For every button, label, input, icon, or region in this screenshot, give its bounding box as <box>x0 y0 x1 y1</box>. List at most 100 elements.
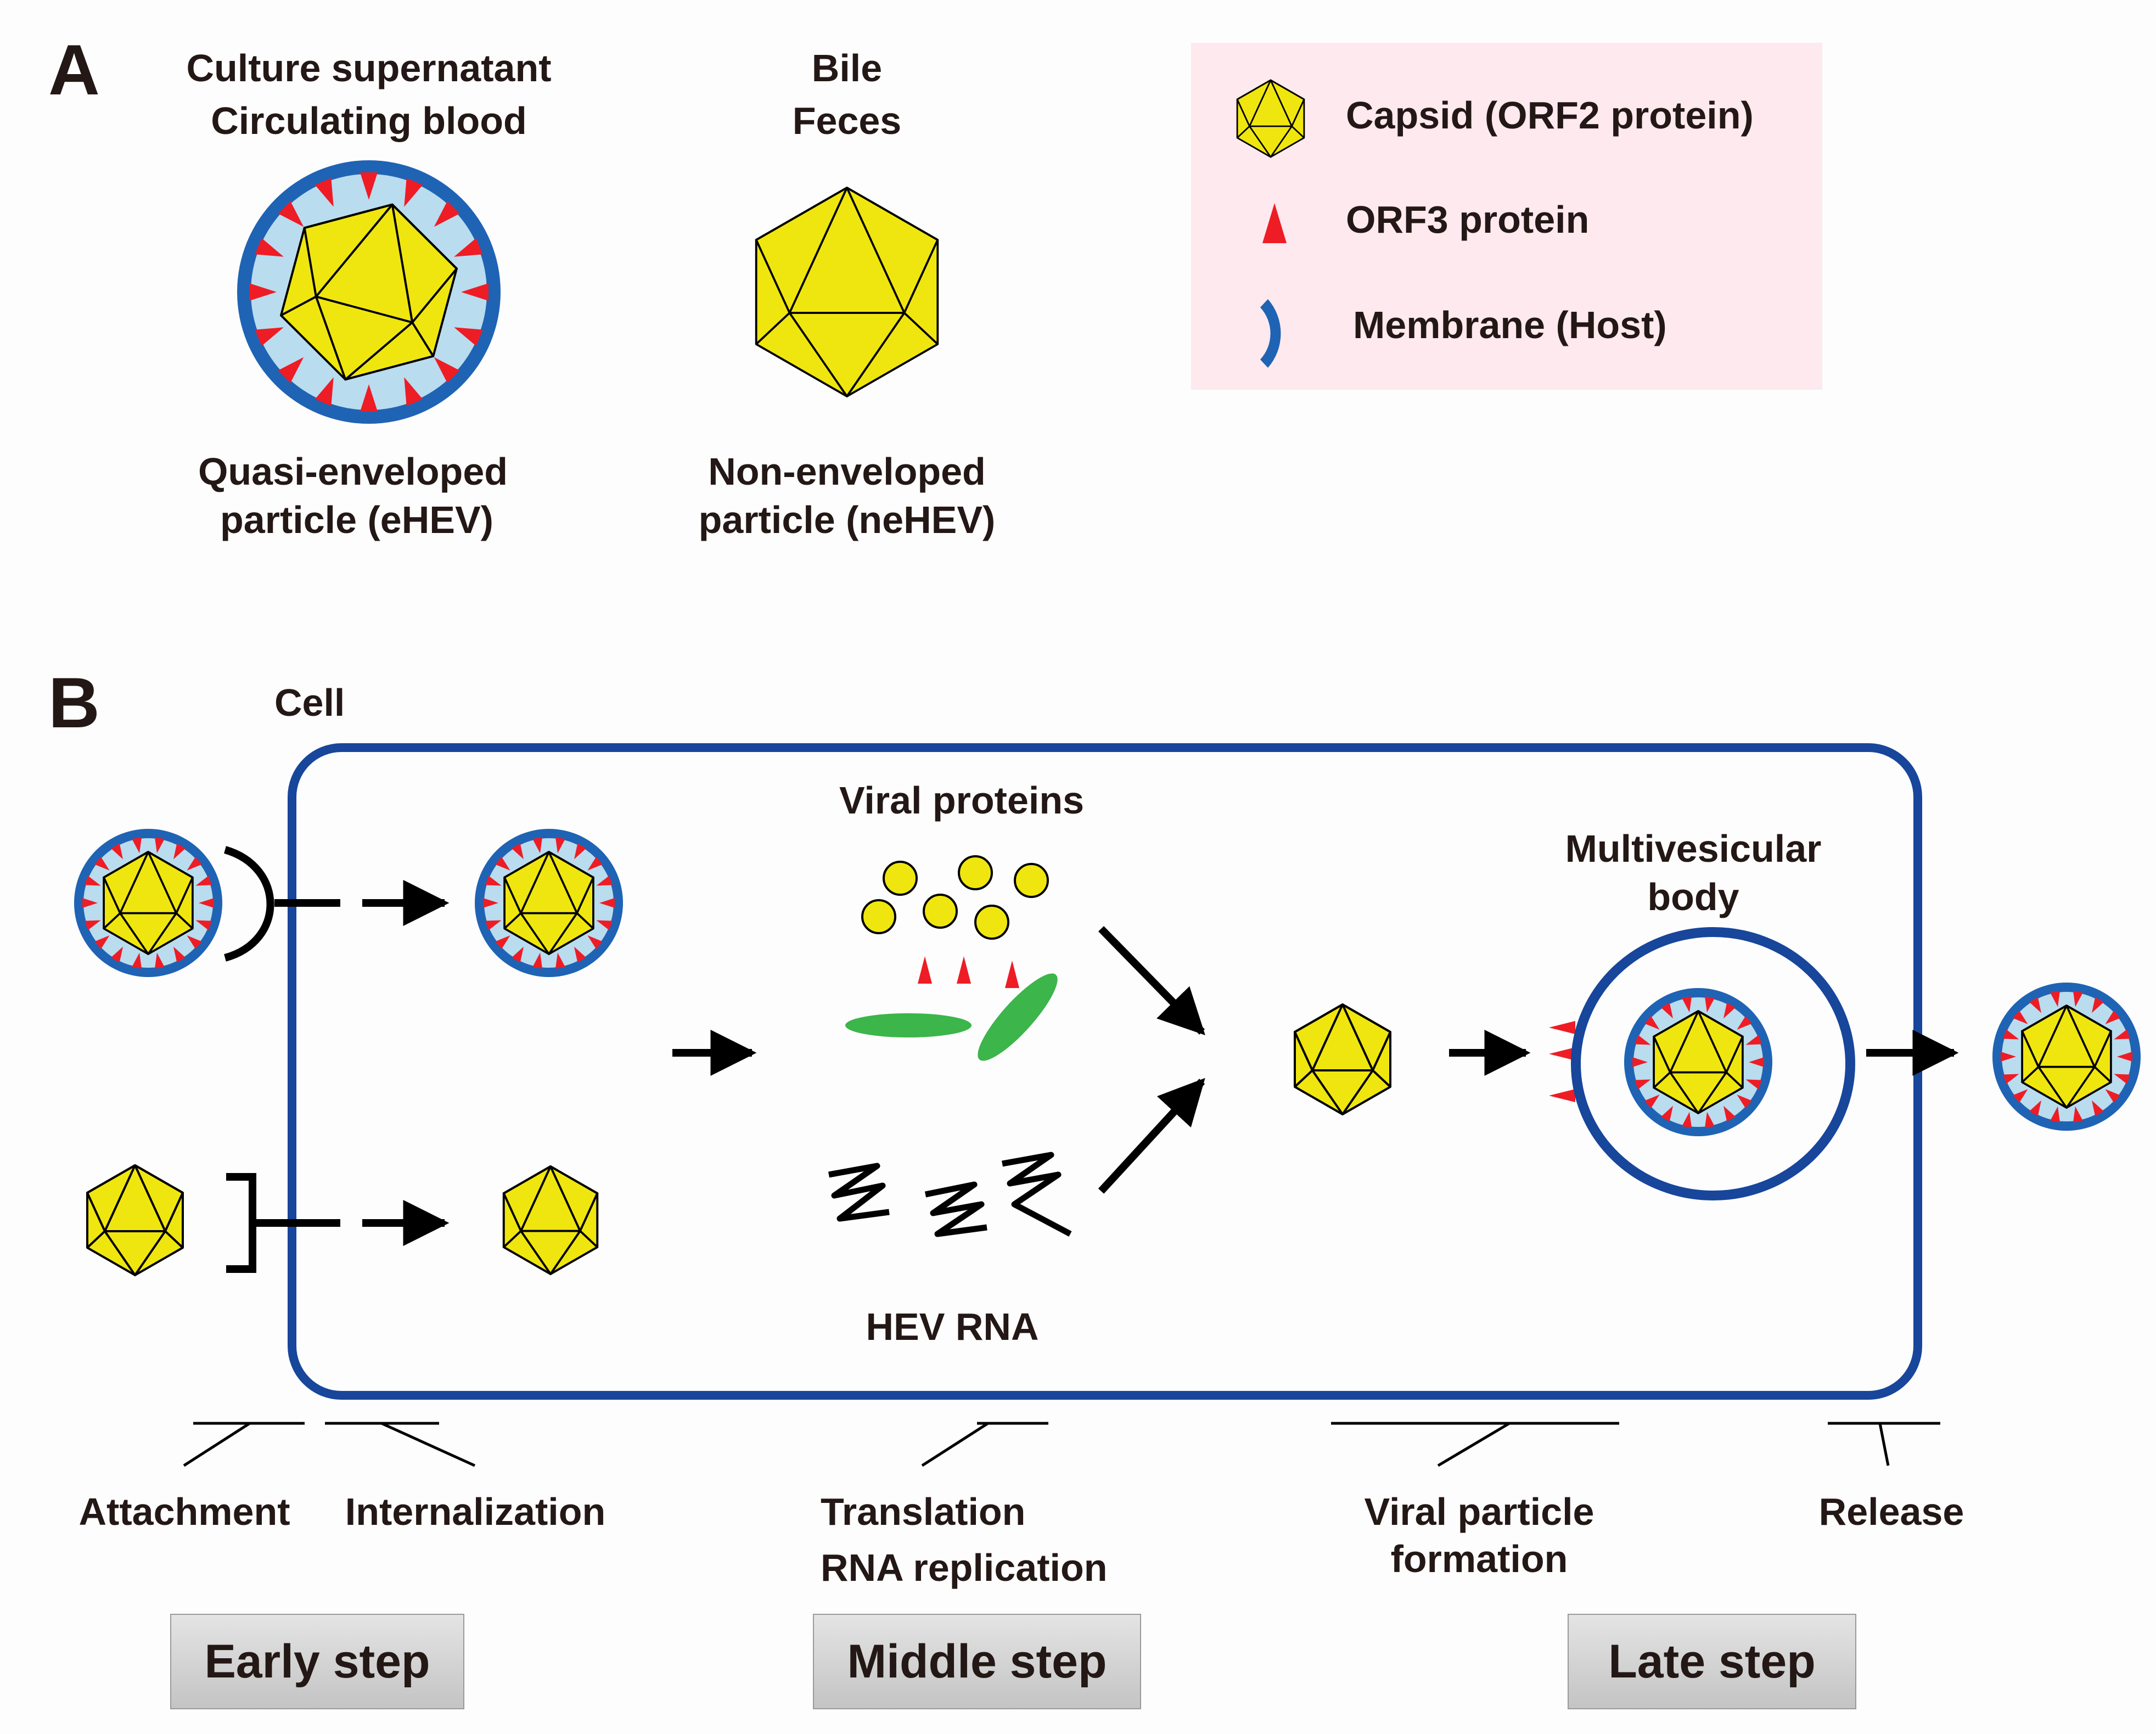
mvb-label-2: body <box>1647 876 1739 918</box>
orf3-spike <box>111 843 123 860</box>
orf3-spike <box>1632 1057 1648 1067</box>
orf3-spike <box>1723 1106 1736 1122</box>
arrow-rna-to-assembly <box>1098 1078 1205 1194</box>
orf3-spike <box>1635 1079 1651 1090</box>
orf3-spike <box>1682 1112 1692 1128</box>
eHEV-source-1: Culture supernatant <box>186 47 552 89</box>
orf3-spike <box>2013 1010 2028 1024</box>
orf3-spike <box>94 856 110 871</box>
orf3-spike <box>1644 1095 1660 1109</box>
orf3-spike <box>255 238 284 257</box>
orf3-spike <box>434 357 460 383</box>
orf3-spike <box>2001 1052 2016 1062</box>
orf3-spike <box>2029 1100 2041 1116</box>
eHEV-source-2: Circulating blood <box>211 99 527 142</box>
orf3-spike <box>1745 1035 1762 1045</box>
eHEV-label-1: Quasi-enveloped <box>198 450 508 493</box>
orf3-spike <box>187 935 202 950</box>
orf3-spike <box>532 837 543 854</box>
orf3-spike <box>154 837 165 854</box>
orf3-spike <box>587 935 603 950</box>
nehev-particle-outside <box>86 1164 184 1276</box>
orf3-spike <box>2117 1052 2132 1062</box>
orf3-spike <box>132 952 142 969</box>
ehev-released <box>1992 983 2141 1131</box>
orf3-spike <box>1745 1079 1762 1090</box>
legend-orf3-label: ORF3 protein <box>1346 198 1590 241</box>
orf3-spike <box>82 898 98 908</box>
neHEV-source-1: Bile <box>811 47 883 89</box>
release-label: Release <box>1818 1490 1964 1533</box>
multivesicular-body <box>1571 927 1855 1200</box>
orf3-spike <box>2114 1029 2130 1040</box>
orf3-spike <box>199 898 214 908</box>
legend-membrane-label: Membrane (Host) <box>1353 304 1667 346</box>
orf3-spike <box>1682 996 1692 1013</box>
receptor-curve-1 <box>223 846 274 962</box>
orf3-spike <box>1704 1112 1715 1128</box>
orf3-spike <box>2092 997 2104 1013</box>
orf3-spike <box>512 843 524 860</box>
orf3-spike <box>599 898 615 908</box>
middle-step-box: Middle step <box>813 1614 1141 1709</box>
cell-label: Cell <box>274 681 345 724</box>
orf3-spike <box>2073 991 2083 1007</box>
orf3-spike <box>587 856 603 871</box>
capsid-icon <box>1236 79 1305 158</box>
orf3-spike <box>2114 1074 2130 1084</box>
orf3-spike <box>2013 1089 2028 1103</box>
orf3-spike <box>485 920 502 930</box>
orf3-spike <box>495 856 510 871</box>
orf3-spike <box>434 201 460 227</box>
orf3-spike <box>315 377 334 406</box>
orf3-spike <box>574 843 586 860</box>
orf3-spike <box>495 935 510 950</box>
orf3-spike <box>255 327 284 346</box>
early-step-box: Early step <box>170 1614 464 1709</box>
orf3-spike <box>85 920 101 930</box>
viral-protein-dots <box>861 855 1049 940</box>
assembled-capsid <box>1294 1003 1391 1115</box>
orf3-spike <box>454 238 483 257</box>
orf3-spike <box>1644 1015 1660 1030</box>
orf3-spike <box>2092 1100 2104 1116</box>
orf3-proteins <box>918 956 1019 988</box>
eHEV-label-2: particle (eHEV) <box>220 498 493 541</box>
orf3-spike <box>111 946 123 963</box>
ehev-particle-outside <box>74 829 222 977</box>
nehev-particle-inside <box>502 1165 599 1275</box>
ehev-particle-inside <box>475 829 623 977</box>
orf3-spike <box>404 377 423 406</box>
orf3-spike <box>85 876 101 886</box>
translation-label: Translation <box>821 1490 1026 1533</box>
orf3-spike <box>596 876 613 886</box>
orf3-spike <box>173 843 186 860</box>
orf3-spike <box>483 898 498 908</box>
orf3-spike <box>154 952 165 969</box>
mvb-orf3 <box>1549 1021 1575 1102</box>
neHEV-source-2: Feces <box>792 99 902 142</box>
orf3-spike <box>2050 1106 2060 1123</box>
late-step-box: Late step <box>1568 1614 1856 1709</box>
receptor-bracket-2 <box>226 1173 256 1273</box>
orf3-spike <box>555 837 565 854</box>
mvb-label-1: Multivesicular <box>1565 827 1822 870</box>
orf3-spike <box>485 876 502 886</box>
orf3-spike <box>555 952 565 969</box>
orf3-spike <box>574 946 586 963</box>
orf3-spike <box>1749 1057 1764 1067</box>
viral-proteins-label: Viral proteins <box>839 779 1085 822</box>
orf3-spike <box>360 384 378 412</box>
hev-rna-strands <box>828 1152 1072 1237</box>
particle-formation-label-1: Viral particle <box>1364 1490 1594 1533</box>
orf3-spike <box>2003 1029 2019 1040</box>
legend-capsid-label: Capsid (ORF2 protein) <box>1346 94 1754 137</box>
membrane-icon <box>1260 299 1281 368</box>
neHEV-label-1: Non-enveloped <box>708 450 986 493</box>
orf3-spike <box>404 178 423 207</box>
panel-a-letter: A <box>48 30 100 110</box>
nonstructural-protein-2 <box>978 973 1058 1061</box>
orf3-protein-icon <box>1262 203 1287 243</box>
orf3-spike <box>2029 997 2041 1013</box>
orf3-spike <box>2105 1089 2120 1103</box>
